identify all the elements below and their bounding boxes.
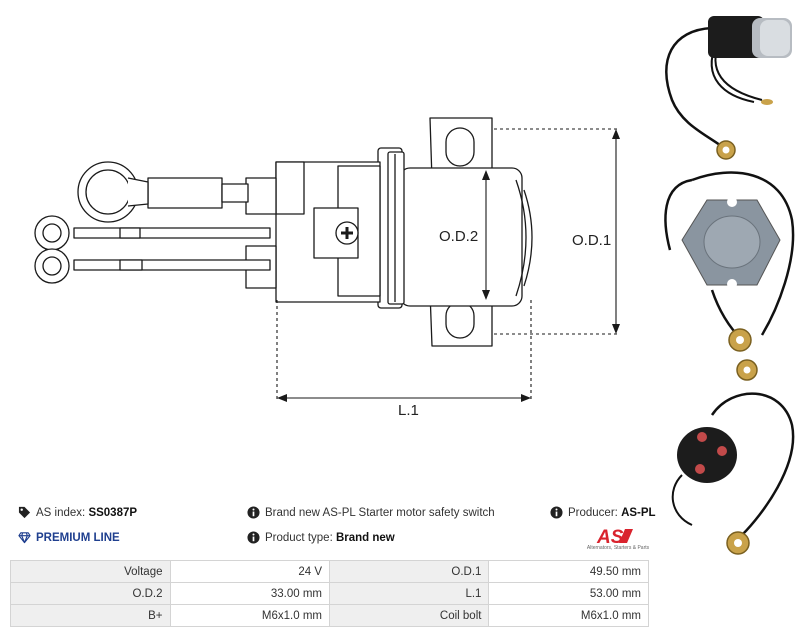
logo-text: AS (596, 527, 624, 548)
table-row: Voltage 24 V O.D.1 49.50 mm (10, 560, 649, 583)
info-icon (247, 531, 260, 544)
info-icon (550, 506, 563, 519)
spec-value: 24 V (169, 560, 330, 583)
spec-key: Voltage (10, 560, 171, 583)
premium-line-row: PREMIUM LINE (18, 531, 120, 544)
product-type-value: Brand new (335, 531, 395, 544)
technical-drawing: O.D.1 O.D.2 L.1 (34, 117, 620, 419)
product-photo-flange[interactable] (652, 160, 800, 385)
as-pl-logo: AS (596, 527, 633, 548)
producer-value: AS-PL (621, 506, 656, 519)
producer-label: Producer: (568, 506, 618, 519)
spec-value: M6x1.0 mm (169, 604, 330, 627)
spec-value: 49.50 mm (488, 560, 649, 583)
as-index-label: AS index: (36, 506, 86, 519)
spec-key: L.1 (328, 582, 490, 605)
product-photos (652, 0, 800, 560)
spec-value: 33.00 mm (169, 582, 330, 605)
product-photo-side[interactable] (652, 0, 800, 160)
product-description: Brand new AS-PL Starter motor safety swi… (265, 506, 495, 519)
description-row: Brand new AS-PL Starter motor safety swi… (247, 506, 495, 519)
as-index-row: AS index: SS0387P (18, 506, 137, 519)
diamond-icon (18, 532, 31, 544)
table-row: B+ M6x1.0 mm Coil bolt M6x1.0 mm (10, 604, 649, 627)
od2-dimension-label: O.D.2 (439, 228, 478, 245)
spec-key: B+ (10, 604, 171, 627)
spec-value: 53.00 mm (488, 582, 649, 605)
as-index-value: SS0387P (88, 506, 138, 519)
specs-table: Voltage 24 V O.D.1 49.50 mm O.D.2 33.00 … (10, 560, 649, 627)
od1-dimension-label: O.D.1 (572, 232, 611, 249)
premium-line-label: PREMIUM LINE (36, 531, 120, 544)
table-row: O.D.2 33.00 mm L.1 53.00 mm (10, 582, 649, 605)
l1-dimension-label: L.1 (398, 402, 419, 419)
spec-key: Coil bolt (328, 604, 490, 627)
spec-key: O.D.2 (10, 582, 171, 605)
product-type-label: Product type: (265, 531, 333, 544)
spec-value: M6x1.0 mm (488, 604, 649, 627)
info-icon (247, 506, 260, 519)
product-type-row: Product type: Brand new (247, 531, 395, 544)
tag-icon (18, 506, 31, 519)
product-photo-terminals[interactable] (652, 385, 800, 560)
logo-tagline: Alternators, Starters & Parts (586, 545, 650, 551)
producer-row: Producer: AS-PL (550, 506, 656, 519)
spec-key: O.D.1 (328, 560, 490, 583)
